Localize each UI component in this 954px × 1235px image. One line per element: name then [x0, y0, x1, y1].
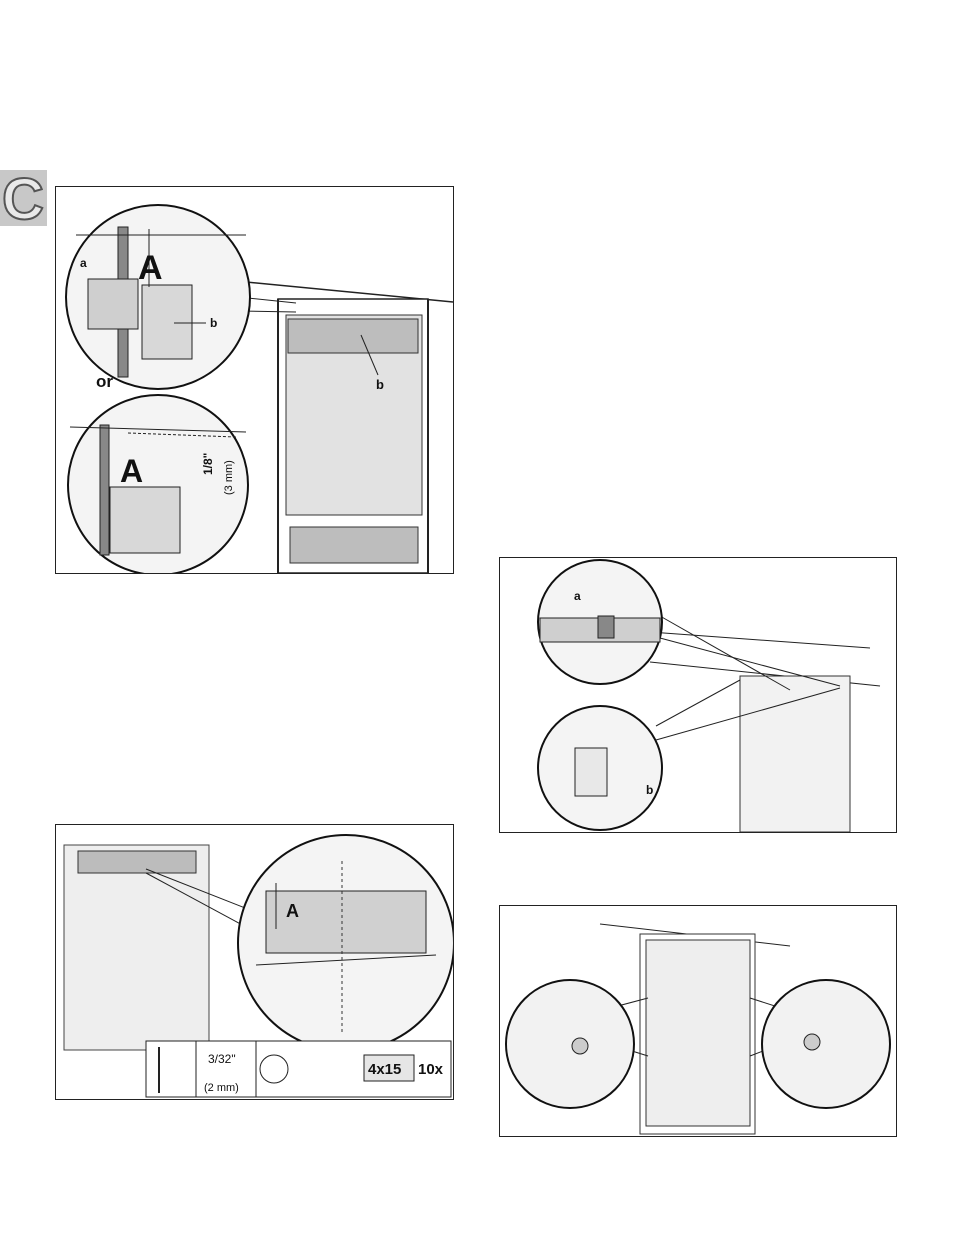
screw-size-label: 4x15 [368, 1061, 401, 1078]
callout-b: b [210, 316, 217, 330]
illustration-door-adjustment: a b [500, 558, 896, 832]
screw-quantity-label: 10x [418, 1061, 444, 1078]
callout-a: a [80, 256, 87, 270]
dimension-label-a-bottom: A [120, 453, 143, 489]
callout-b-cabinet: b [376, 377, 384, 392]
figure-screw-covers [499, 905, 897, 1137]
illustration-bracket-height: b A a b or A 1/8" (3 mm) [56, 187, 453, 573]
section-letter: C [2, 166, 44, 233]
figure-bracket-mounting: A 3/32" (2 mm) 4x15 10x [55, 824, 454, 1100]
figure-door-adjustment: a b [499, 557, 897, 833]
section-tab: C [0, 170, 47, 226]
dimension-label-a: A [286, 901, 299, 921]
drill-size-label: 3/32" [208, 1052, 236, 1066]
callout-a: a [574, 589, 581, 603]
gap-inch-label: 1/8" [201, 453, 215, 475]
illustration-screw-covers [500, 906, 896, 1136]
gap-mm-label: (3 mm) [223, 460, 235, 495]
dimension-label-a-top: A [138, 249, 163, 287]
illustration-bracket-mounting: A 3/32" (2 mm) 4x15 10x [56, 825, 453, 1099]
figure-bracket-height: b A a b or A 1/8" (3 mm) [55, 186, 454, 574]
callout-b: b [646, 783, 653, 797]
drill-mm-label: (2 mm) [204, 1082, 239, 1094]
separator-or: or [96, 372, 113, 391]
